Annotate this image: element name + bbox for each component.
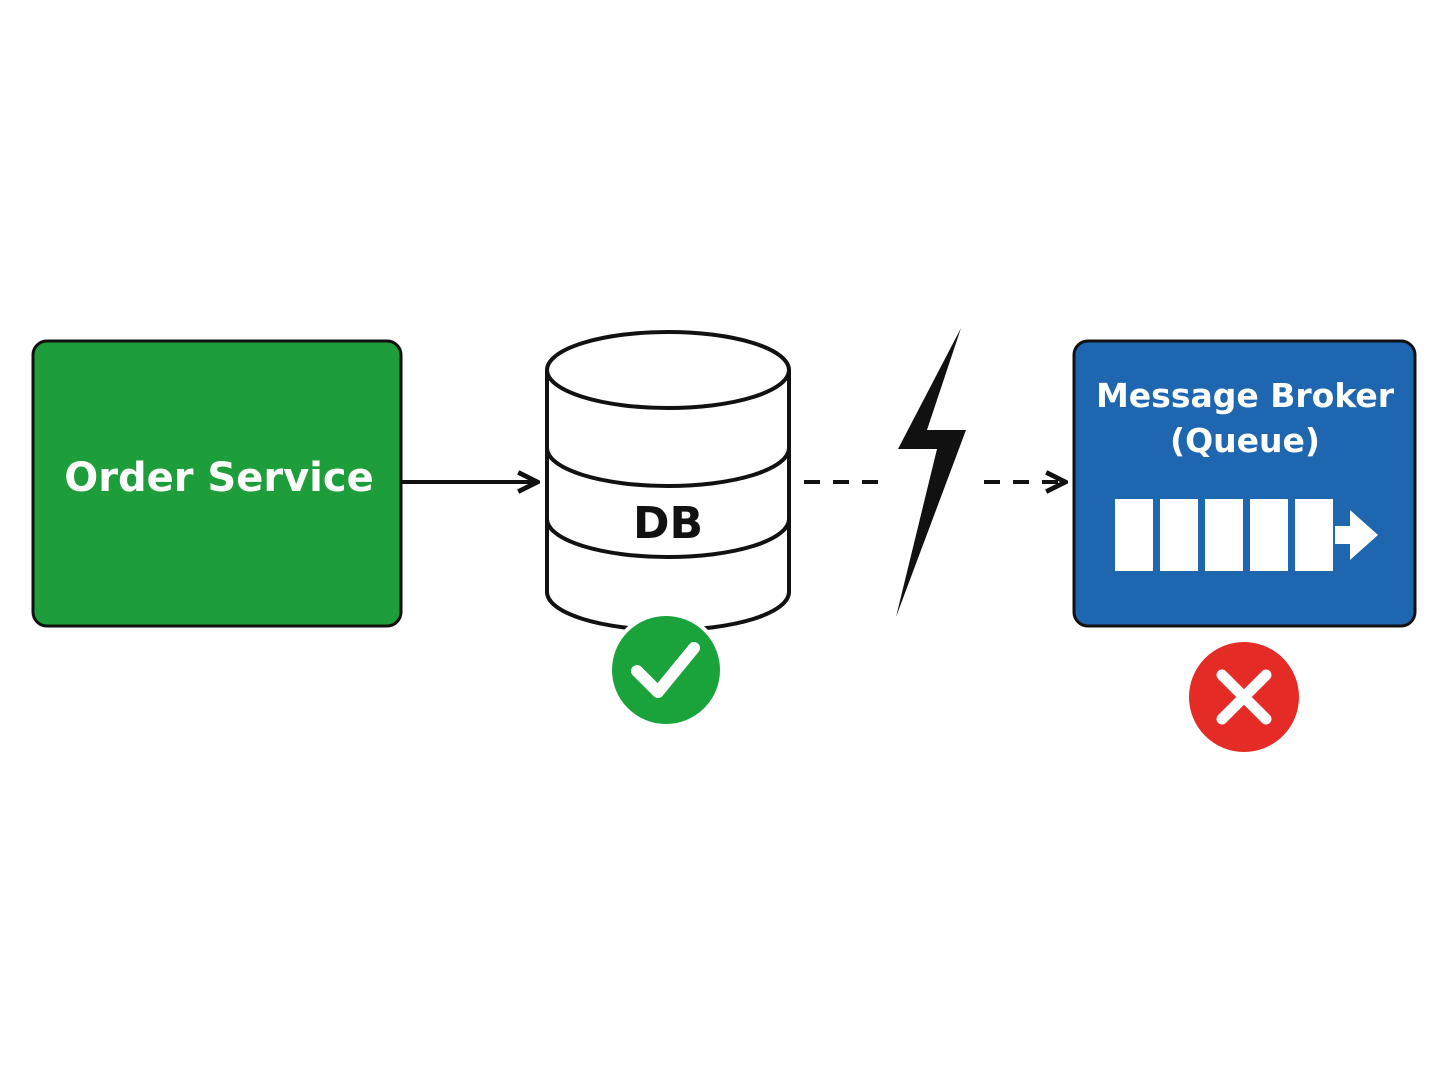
x-circle-icon <box>1185 638 1303 756</box>
database-node <box>545 330 791 632</box>
message-broker-node: Message Broker (Queue) <box>1072 339 1417 628</box>
order-service-node: Order Service <box>31 339 403 628</box>
message-broker-title-line2: (Queue) <box>1170 421 1320 460</box>
queue-slot <box>1250 499 1288 571</box>
queue-slot <box>1160 499 1198 571</box>
order-service-box <box>31 339 403 628</box>
queue-slot <box>1115 499 1153 571</box>
queue-icon <box>1115 499 1378 571</box>
database-band-2 <box>545 518 791 559</box>
database-label: DB <box>633 498 703 549</box>
queue-arrow-icon <box>1335 510 1378 560</box>
database-top <box>545 330 791 410</box>
order-service-label: Order Service <box>64 455 373 501</box>
database-band-1 <box>545 447 791 488</box>
lightning-bolt-icon <box>896 328 966 617</box>
queue-slot <box>1205 499 1243 571</box>
check-circle-icon <box>608 612 724 728</box>
message-broker-title-line1: Message Broker <box>1096 376 1395 415</box>
queue-slot <box>1295 499 1333 571</box>
